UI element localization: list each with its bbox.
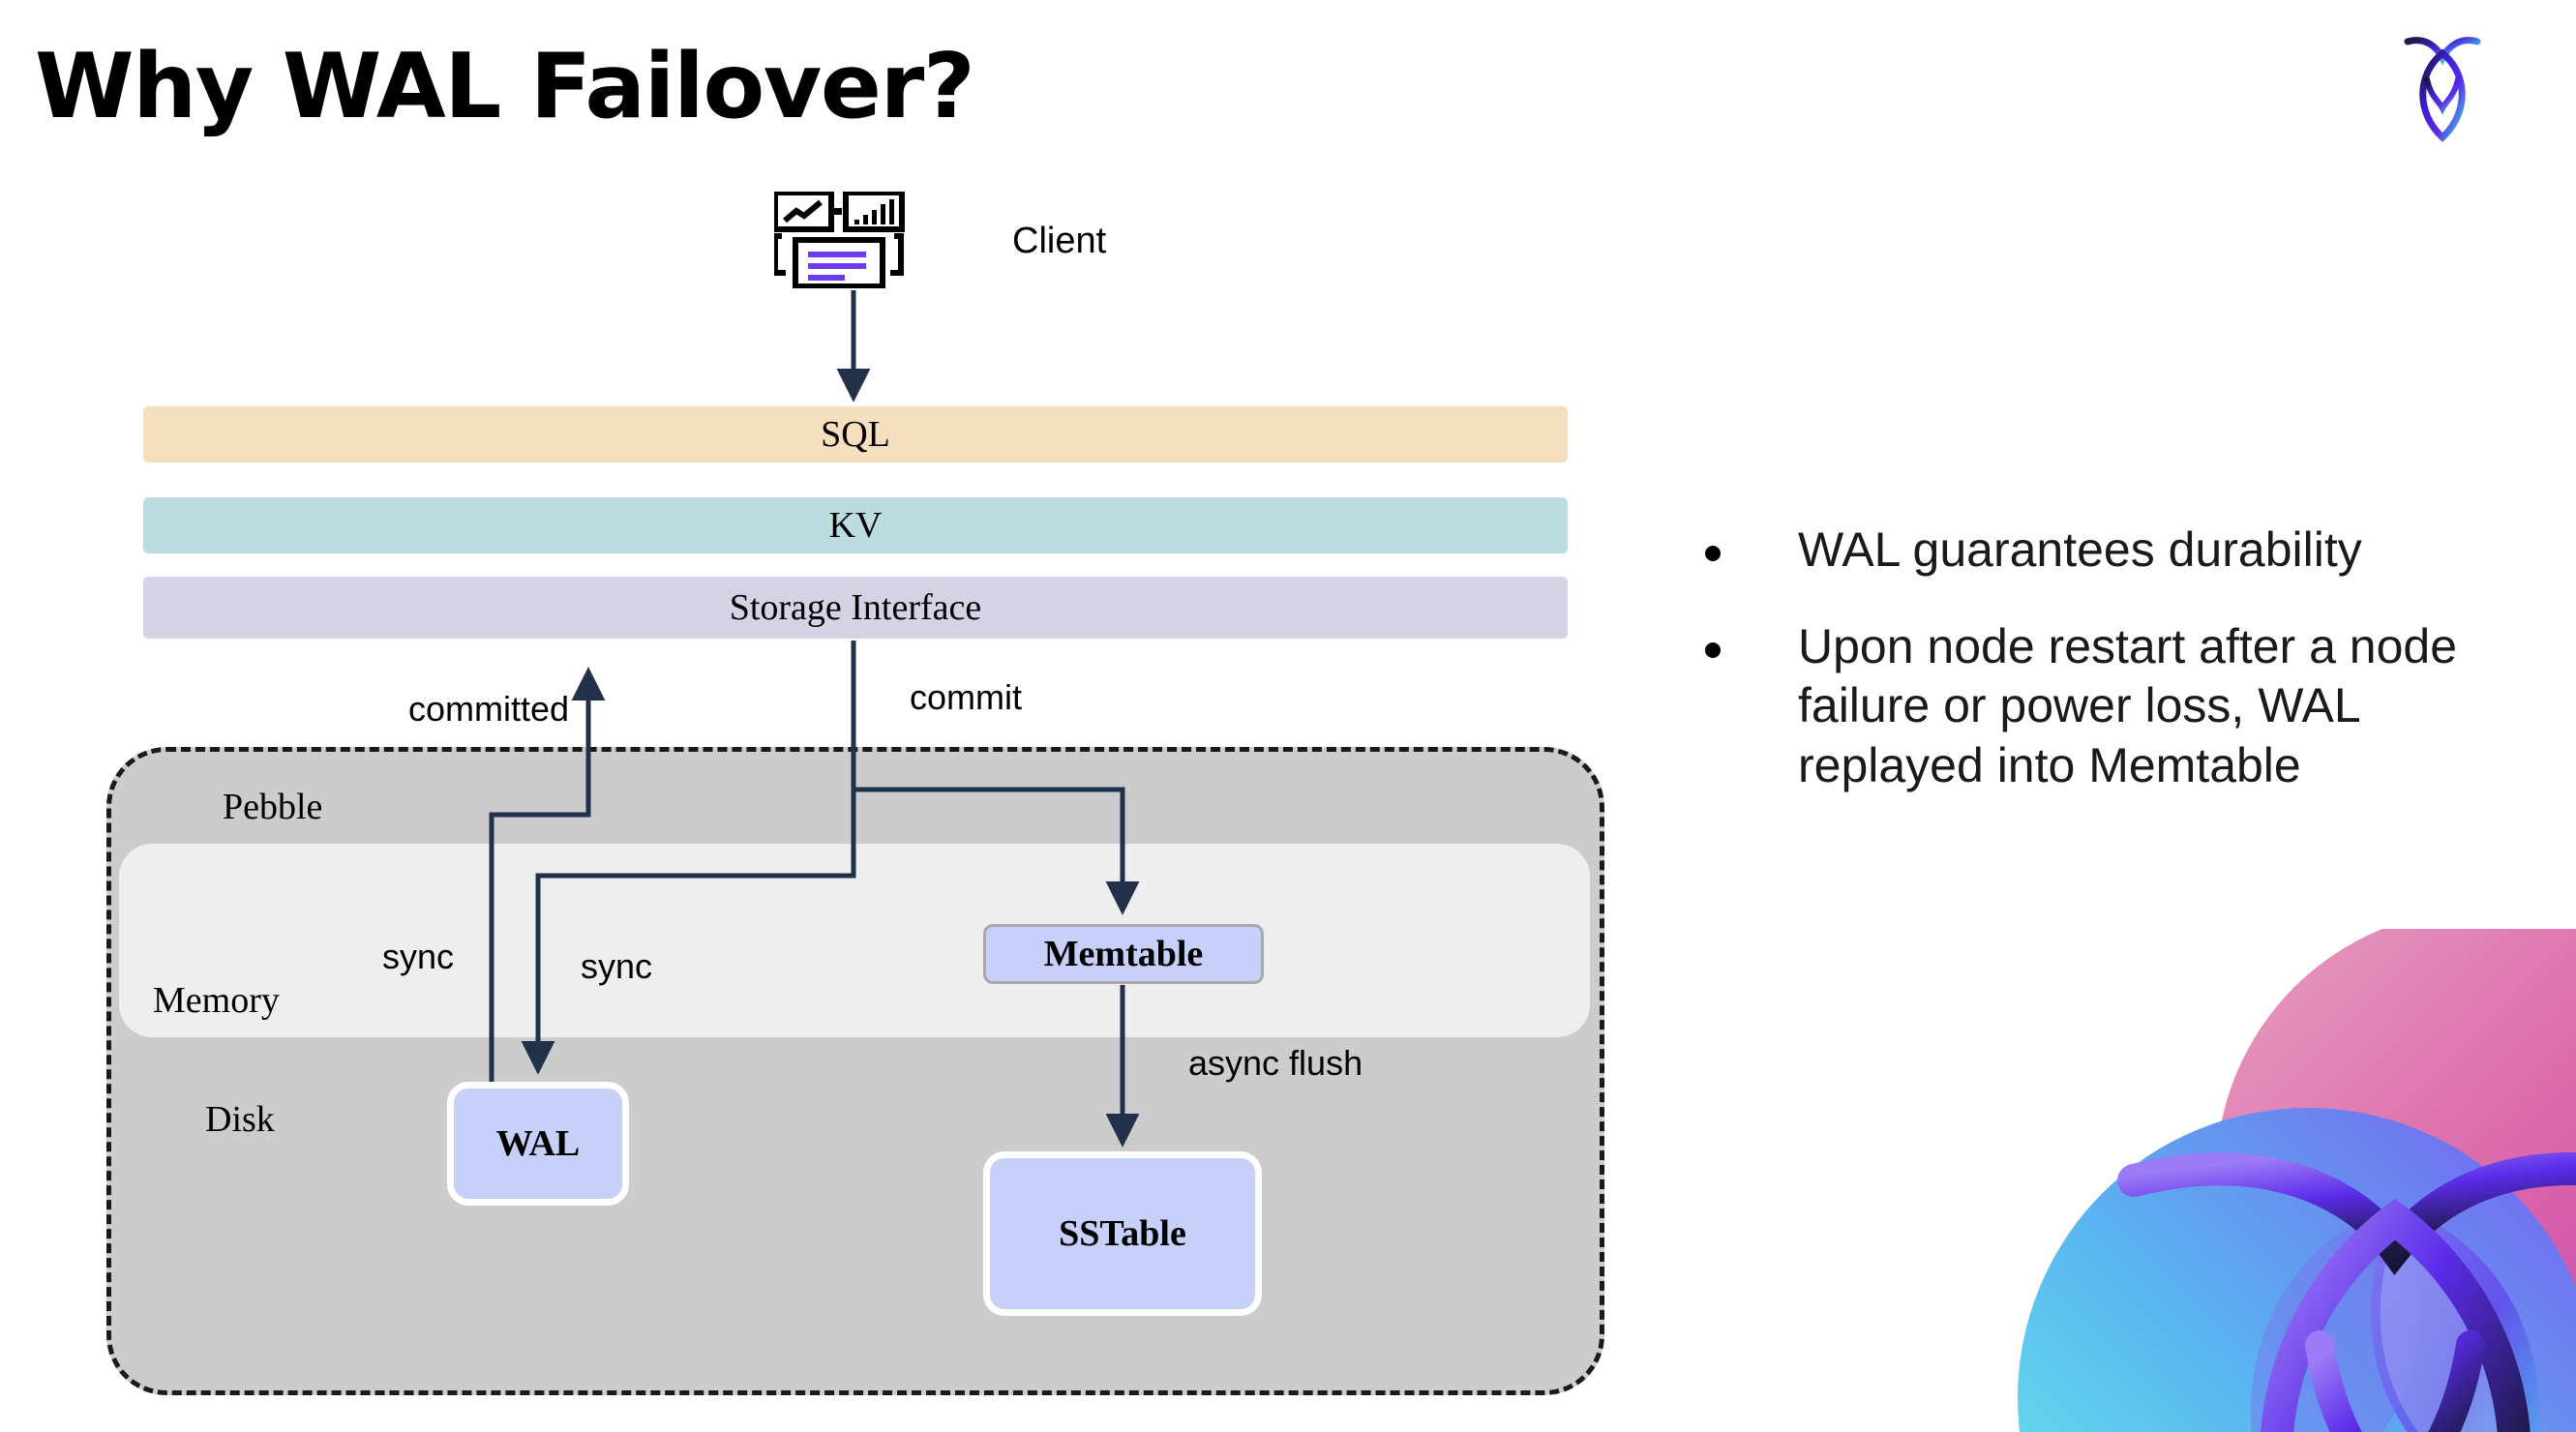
node-wal: WAL: [447, 1082, 629, 1206]
disk-label: Disk: [205, 1099, 275, 1140]
bullet-dot-icon: [1705, 546, 1721, 561]
layer-bar-storage-interface: Storage Interface: [143, 577, 1568, 639]
layer-bar-storage-label: Storage Interface: [729, 587, 982, 628]
node-memtable: Memtable: [983, 924, 1264, 984]
layer-bar-sql: SQL: [143, 406, 1568, 462]
layer-bar-sql-label: SQL: [821, 414, 890, 455]
list-item: WAL guarantees durability: [1705, 521, 2518, 581]
edge-label-sync-right: sync: [581, 946, 653, 986]
edge-label-committed: committed: [408, 689, 570, 729]
memory-region: [119, 844, 1590, 1037]
edge-label-commit: commit: [910, 677, 1022, 717]
bullet-text: Upon node restart after a node failure o…: [1798, 618, 2458, 792]
bullet-list: WAL guarantees durability Upon node rest…: [1705, 521, 2518, 832]
node-sstable: SSTable: [983, 1151, 1262, 1316]
node-wal-label: WAL: [495, 1123, 581, 1164]
layer-bar-kv: KV: [143, 497, 1568, 553]
client-label: Client: [1012, 221, 1107, 261]
cockroachdb-logo: [2398, 23, 2487, 155]
decorative-logo-watermark: [1979, 929, 2576, 1432]
client-dashboard-icon: [772, 190, 929, 289]
bullet-text: WAL guarantees durability: [1798, 522, 2362, 577]
node-memtable-label: Memtable: [1043, 934, 1204, 974]
pebble-label: Pebble: [223, 787, 323, 827]
page-title: Why WAL Failover?: [35, 34, 975, 138]
list-item: Upon node restart after a node failure o…: [1705, 617, 2518, 796]
node-sstable-label: SSTable: [1059, 1213, 1186, 1254]
edge-label-async-flush: async flush: [1188, 1043, 1363, 1083]
memory-label: Memory: [153, 980, 280, 1021]
bullet-dot-icon: [1705, 641, 1721, 658]
layer-bar-kv-label: KV: [828, 505, 883, 546]
edge-label-sync-left: sync: [382, 937, 455, 976]
